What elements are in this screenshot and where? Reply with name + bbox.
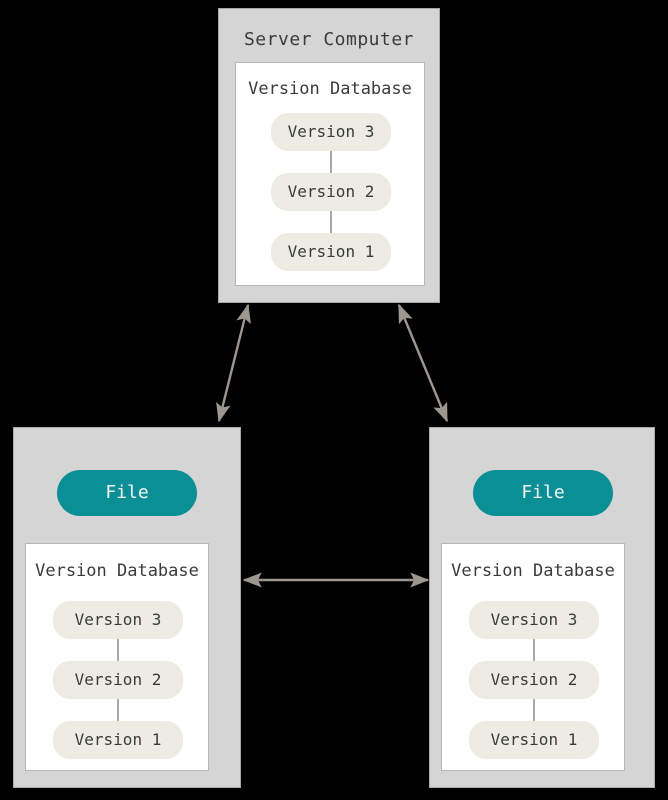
server-version-connector-3-2 [330,151,332,173]
computer-a-version-connector-3-2 [117,639,119,661]
computer-a-version-pill-2: Version 2 [53,661,183,699]
computer-a-version-pill-3: Version 3 [53,601,183,639]
computer-b-version-pill-1: Version 1 [469,721,599,759]
computer-a-version-pill-1: Version 1 [53,721,183,759]
arrow-server-to-computer-a [216,303,251,423]
computer-a-version-database-title: Version Database [35,561,199,581]
computer-b-version-pill-3: Version 3 [469,601,599,639]
server-version-connector-2-1 [330,211,332,233]
computer-b-version-connector-3-2 [533,639,535,661]
server-version-pill-3: Version 3 [271,113,391,151]
server-version-pill-1: Version 1 [271,233,391,271]
computer-b-version-connector-2-1 [533,699,535,721]
computer-b-version-database-box: Version Database Version 3 Version 2 Ver… [441,543,625,771]
server-version-database-box: Version Database Version 3 Version 2 Ver… [235,62,425,286]
arrow-server-to-computer-b [397,303,449,423]
computer-a-version-database-box: Version Database Version 3 Version 2 Ver… [25,543,209,771]
computer-b-version-database-title: Version Database [451,561,615,581]
server-computer-title: Server Computer [243,29,415,50]
computer-b-file-pill: File [473,470,613,516]
server-version-database-title: Version Database [248,79,412,99]
computer-a-file-pill: File [57,470,197,516]
computer-a-version-connector-2-1 [117,699,119,721]
computer-b-version-pill-2: Version 2 [469,661,599,699]
server-version-pill-2: Version 2 [271,173,391,211]
